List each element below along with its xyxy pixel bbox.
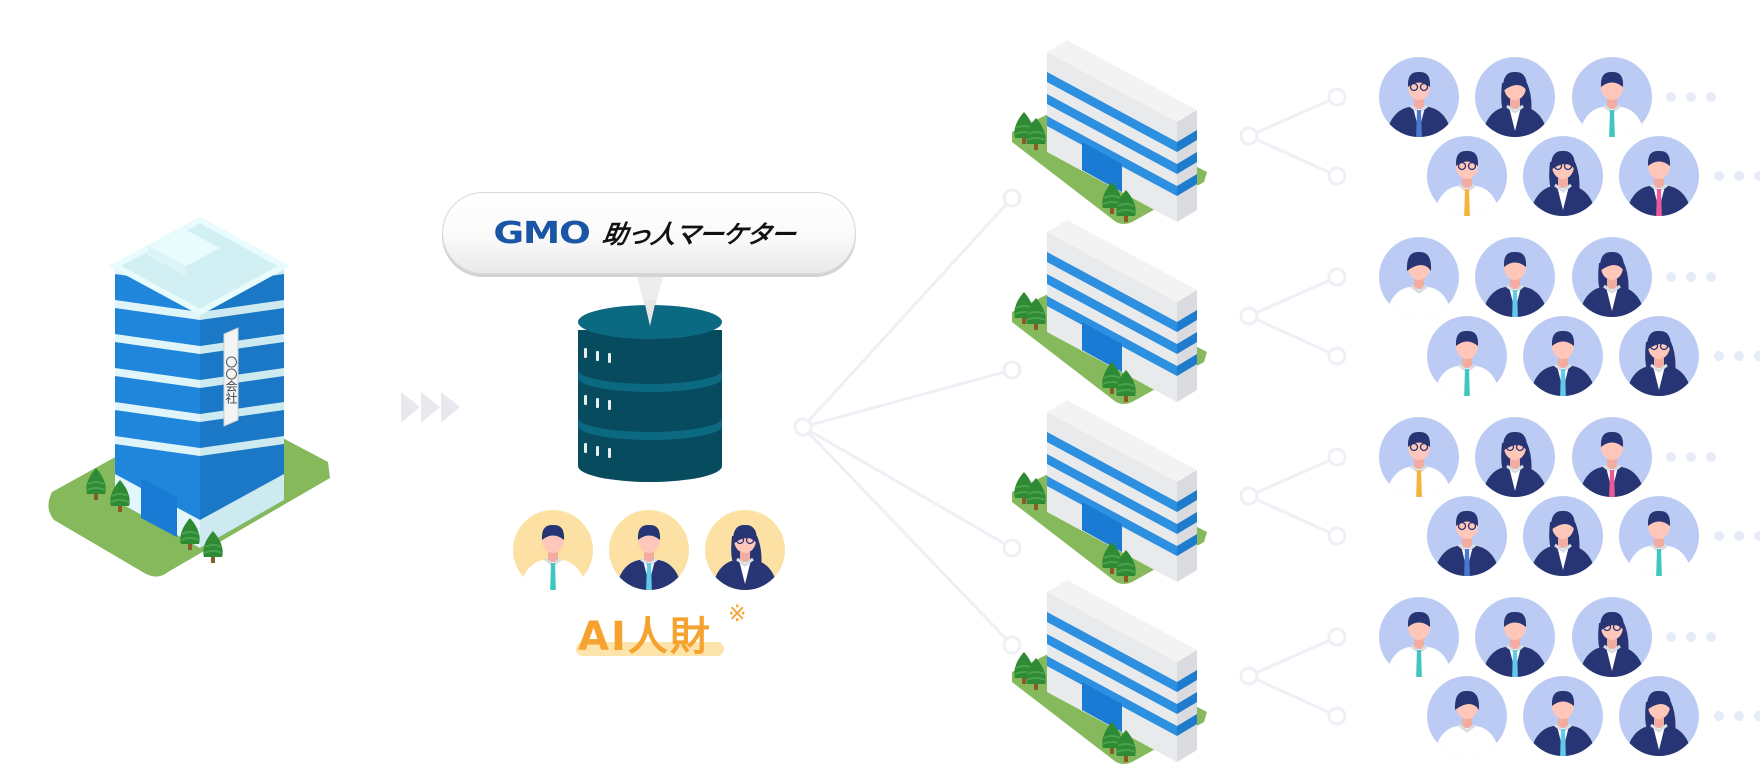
person-avatar xyxy=(1572,237,1652,317)
company-4 xyxy=(1012,580,1760,764)
person-avatar xyxy=(1619,316,1699,396)
more-indicator-dots xyxy=(1666,632,1716,642)
partner-building xyxy=(1012,220,1207,404)
service-speech-bubble: GMO 助っ人マーケター xyxy=(442,192,856,274)
ai-talent-label: AI人財 ※ xyxy=(576,600,756,660)
person-avatar xyxy=(1572,417,1652,497)
brand-logo: GMO xyxy=(492,215,590,251)
branch-line xyxy=(1248,494,1338,538)
branch-node xyxy=(1327,526,1347,546)
person-avatar xyxy=(1523,676,1603,756)
person-avatar xyxy=(1427,496,1507,576)
partner-building xyxy=(1012,580,1207,764)
more-indicator-dots xyxy=(1666,92,1716,102)
label-highlight xyxy=(576,642,724,656)
ai-talent-avatar xyxy=(513,510,593,590)
service-name: 助っ人マーケター xyxy=(601,220,798,249)
partner-companies xyxy=(1012,40,1760,764)
person-avatar xyxy=(1379,597,1459,677)
network-node xyxy=(1002,635,1022,655)
network-hub xyxy=(793,417,813,437)
person-avatar xyxy=(1523,136,1603,216)
partner-building xyxy=(1012,400,1207,584)
person-avatar xyxy=(1619,676,1699,756)
more-indicator-dots xyxy=(1714,171,1760,181)
branch-line xyxy=(1248,635,1338,678)
branch-line xyxy=(1248,455,1338,498)
company-2 xyxy=(1012,220,1760,404)
ai-talent-avatars xyxy=(513,510,785,590)
network-line xyxy=(801,196,1014,429)
branch-node xyxy=(1327,87,1347,107)
client-building: 〇〇会社 xyxy=(48,216,330,577)
branch-hub xyxy=(1239,306,1259,326)
network-line xyxy=(801,425,1014,647)
person-avatar xyxy=(1475,57,1555,137)
more-indicator-dots xyxy=(1714,711,1760,721)
person-avatar xyxy=(1523,316,1603,396)
partner-building xyxy=(1012,40,1207,224)
database-icon xyxy=(578,300,722,482)
ai-talent-avatar xyxy=(609,510,689,590)
network-line xyxy=(802,425,1013,550)
network-node xyxy=(1002,188,1022,208)
network-node xyxy=(1002,538,1022,558)
network-line xyxy=(802,368,1013,429)
more-indicator-dots xyxy=(1666,452,1716,462)
person-avatar xyxy=(1523,496,1603,576)
person-avatar xyxy=(1379,237,1459,317)
branch-hub xyxy=(1239,666,1259,686)
person-avatar xyxy=(1427,136,1507,216)
network-lines xyxy=(793,188,1022,655)
more-indicator-dots xyxy=(1666,272,1716,282)
network-node xyxy=(1002,360,1022,380)
branch-line xyxy=(1248,134,1338,178)
note-mark: ※ xyxy=(728,602,747,627)
triple-chevron-right-icon xyxy=(401,392,460,423)
person-avatar xyxy=(1475,597,1555,677)
ai-talent-text: AI人財 xyxy=(578,614,712,660)
branch-line xyxy=(1248,314,1338,358)
ai-talent-avatar xyxy=(705,510,785,590)
person-avatar xyxy=(1572,57,1652,137)
branch-hub xyxy=(1239,486,1259,506)
more-indicator-dots xyxy=(1714,351,1760,361)
branch-node xyxy=(1327,267,1347,287)
branch-node xyxy=(1327,166,1347,186)
person-avatar xyxy=(1379,57,1459,137)
person-avatar xyxy=(1427,316,1507,396)
person-avatar xyxy=(1475,417,1555,497)
bubble-tail xyxy=(636,273,664,326)
company-3 xyxy=(1012,400,1760,584)
branch-node xyxy=(1327,706,1347,726)
person-avatar xyxy=(1427,676,1507,756)
branch-hub xyxy=(1239,126,1259,146)
branch-line xyxy=(1248,275,1338,318)
company-1 xyxy=(1012,40,1760,224)
branch-node xyxy=(1327,346,1347,366)
person-avatar xyxy=(1379,417,1459,497)
person-avatar xyxy=(1475,237,1555,317)
branch-node xyxy=(1327,627,1347,647)
branch-line xyxy=(1248,95,1338,138)
branch-node xyxy=(1327,447,1347,467)
company-sign: 〇〇会社 xyxy=(224,356,238,404)
person-avatar xyxy=(1619,496,1699,576)
person-avatar xyxy=(1572,597,1652,677)
more-indicator-dots xyxy=(1714,531,1760,541)
person-avatar xyxy=(1619,136,1699,216)
branch-line xyxy=(1248,674,1338,718)
